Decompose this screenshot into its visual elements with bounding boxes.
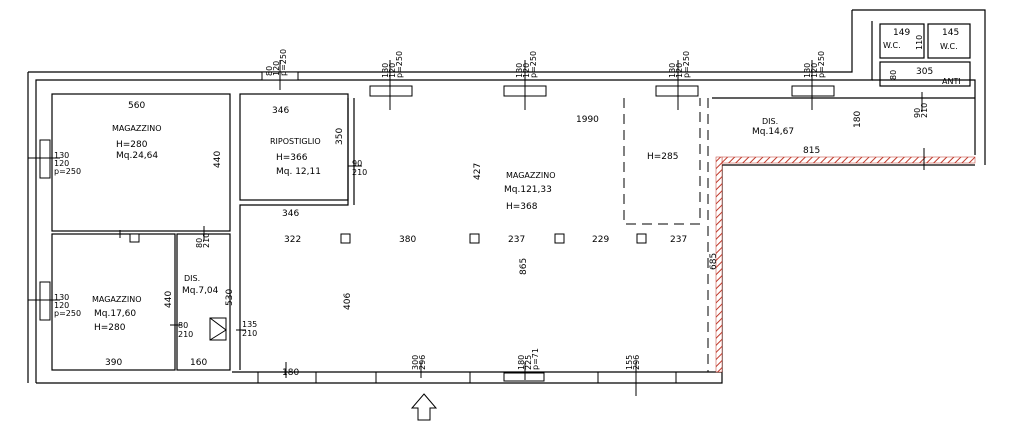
dis-large-length: 815: [803, 146, 820, 156]
dis-small-area: Mq.7,04: [182, 286, 219, 296]
outer-walls: [27, 9, 986, 384]
entrance-arrow-icon: [410, 393, 438, 421]
main-inner-height: H=285: [647, 152, 679, 162]
w3-label: 130120p=250: [515, 51, 538, 78]
windows: [39, 71, 835, 382]
ripostiglio-area: Mq. 12,11: [276, 167, 321, 177]
main-length: 1990: [576, 115, 599, 125]
span-4: 229: [592, 235, 609, 245]
hatched-wall-horizontal: [721, 156, 976, 164]
span-1: 322: [284, 235, 301, 245]
d5-label: 90210: [913, 103, 929, 118]
magazzino-small-height: H=280: [94, 323, 126, 333]
ripostiglio-width-bottom: 346: [282, 209, 299, 219]
w4-label: 130120p=250: [668, 51, 691, 78]
magazzino-large-depth: 440: [213, 151, 223, 168]
wc1-width: 149: [893, 28, 910, 38]
dis-small-width: 160: [190, 358, 207, 368]
anti-width: 305: [916, 67, 933, 77]
span-5: 237: [670, 235, 687, 245]
magazzino-small-depth: 440: [164, 291, 174, 308]
magazzino-large-label: MAGAZZINO: [112, 124, 162, 133]
main-depth-right: 685: [709, 253, 719, 270]
w5-label: 130120p=250: [803, 51, 826, 78]
main-area: Mq.121,33: [504, 185, 552, 195]
wc2-width: 145: [942, 28, 959, 38]
wc2-side: 110: [915, 35, 924, 50]
main-label: MAGAZZINO: [506, 171, 556, 180]
magazzino-large-area: Mq.24,64: [116, 151, 158, 161]
w2-label: 130120p=250: [381, 51, 404, 78]
wc1-label: W.C.: [883, 41, 901, 50]
dis-large-area: Mq.14,67: [752, 127, 794, 137]
magazzino-large-width: 560: [128, 101, 145, 111]
d1-label: 80210: [195, 233, 211, 248]
inner-walls: [51, 23, 971, 371]
magazzino-small-area: Mq.17,60: [94, 309, 136, 319]
ripostiglio-height: H=366: [276, 153, 308, 163]
ripostiglio-width: 346: [272, 106, 289, 116]
main-wall-dim: 180: [282, 368, 299, 378]
window-marks: [28, 60, 925, 396]
magazzino-large-height: H=280: [116, 140, 148, 150]
w1-label: 80120p=250: [265, 49, 288, 76]
anti-label: ANTI: [942, 77, 961, 86]
span-3: 237: [508, 235, 525, 245]
dis-large-depth: 180: [853, 111, 863, 128]
opening-labels: 80120p=250 130120p=250 130120p=250 13012…: [54, 49, 929, 370]
hatched-wall-vertical: [715, 156, 723, 373]
b1-label: 300296: [411, 355, 427, 370]
ripostiglio-depth: 350: [335, 128, 345, 145]
dashed-partitions: [623, 98, 709, 372]
anti-depth: 80: [889, 70, 898, 80]
b2-label: 180225p=71: [517, 348, 540, 370]
span-2: 380: [399, 235, 416, 245]
main-depth-left: 406: [343, 293, 353, 310]
magazzino-small-width: 390: [105, 358, 122, 368]
main-depth: 865: [519, 258, 529, 275]
b3-label: 155296: [625, 355, 641, 370]
magazzino-small-label: MAGAZZINO: [92, 295, 142, 304]
wc2-label: W.C.: [940, 42, 958, 51]
dis-large-label: DIS.: [762, 117, 778, 126]
main-height: H=368: [506, 202, 538, 212]
ripostiglio-label: RIPOSTIGLIO: [270, 137, 321, 146]
main-inner-dim: 427: [473, 163, 483, 180]
dis-small-label: DIS.: [184, 274, 200, 283]
dis-small-depth: 530: [225, 289, 235, 306]
pillars: [129, 233, 647, 341]
door-swing-icon: [209, 317, 227, 341]
